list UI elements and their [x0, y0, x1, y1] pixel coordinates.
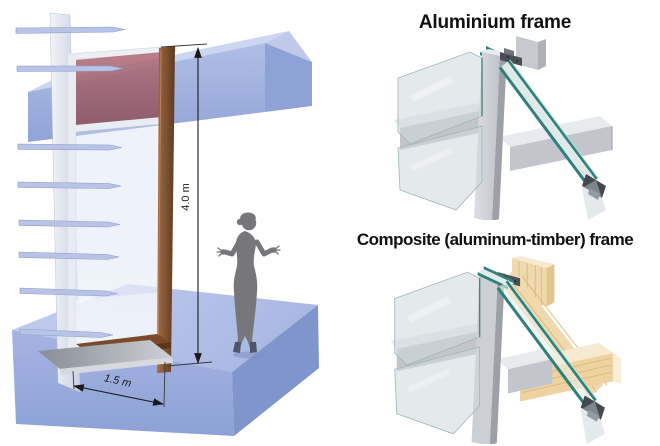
joint-hardware: [500, 48, 522, 66]
left-stile: [68, 53, 76, 373]
person-silhouette: [216, 212, 281, 359]
upper-glazing-edge: [477, 266, 514, 290]
height-dimension-label: 4.0 m: [180, 183, 192, 211]
glass-pane-upper-left: [394, 271, 481, 366]
entry-platform-edge: [60, 357, 173, 375]
glass-pane-lower-left: [397, 125, 483, 211]
double-glazing-edge: [496, 280, 598, 409]
person-shadow: [233, 351, 267, 359]
composite-frame-illustration: [390, 256, 622, 444]
timber-mullion: [157, 46, 175, 373]
transom-right-aluminium: [495, 350, 553, 394]
glazing-end-fitting: [580, 395, 605, 422]
composite-frame-title: Composite (aluminum-timber) frame: [356, 230, 634, 249]
person-foot-left: [233, 342, 241, 353]
transom-rail: [76, 117, 162, 132]
glass-pane-lower-right: [580, 401, 605, 444]
facade-illustration: 4.0 m 1.5 m: [12, 12, 319, 436]
glazing-end-fitting: [582, 174, 606, 200]
glass-pane-lower-right: [582, 180, 606, 220]
entry-platform: [38, 340, 172, 369]
height-dimension: 4.0 m: [160, 43, 213, 367]
aluminium-frame-title: Aluminium frame: [418, 12, 572, 33]
width-dimension-label: 1.5 m: [103, 372, 132, 389]
glass-pane-upper-left: [397, 51, 483, 145]
glass-pane-lower-left: [394, 346, 481, 435]
width-dimension: 1.5 m: [72, 361, 166, 408]
person-foot-right: [250, 342, 257, 353]
double-glazing-edge: [498, 59, 599, 187]
spandrel-panel: [76, 52, 162, 125]
glazed-unit: [38, 45, 177, 375]
louver-fins: [15, 26, 126, 338]
timber-mullion-highlight: [157, 48, 162, 372]
aluminium-frame-illustration: [394, 36, 613, 220]
